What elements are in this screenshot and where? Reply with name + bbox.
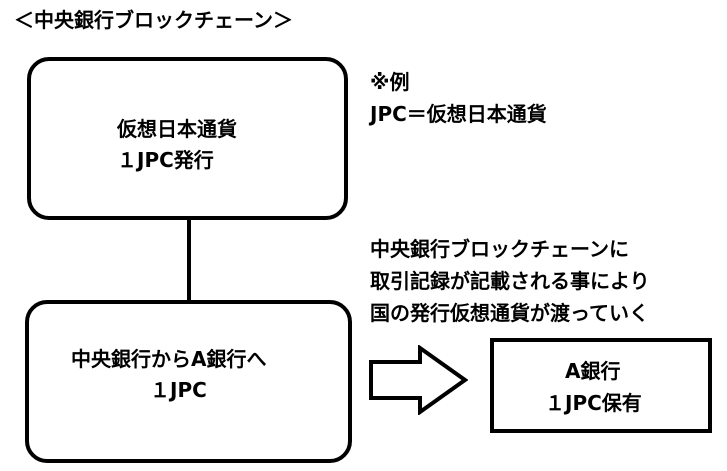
explanation-note-line3: 国の発行仮想通貨が渡っていく — [370, 301, 649, 325]
diagram-title: ＜中央銀行ブロックチェーン＞ — [14, 8, 293, 32]
hold-box-line1: A銀行 — [565, 359, 621, 383]
transfer-box-line1: 中央銀行からA銀行へ — [71, 347, 267, 371]
hold-box-line2: １JPC保有 — [545, 391, 642, 415]
explanation-note-line2: 取引記録が記載される事により — [370, 269, 650, 293]
explanation-note: 中央銀行ブロックチェーンに 取引記録が記載される事により 国の発行仮想通貨が渡っ… — [370, 233, 650, 329]
issue-box-line2: １JPC発行 — [117, 148, 214, 172]
issue-box-line1: 仮想日本通貨 — [117, 117, 237, 141]
transfer-box — [25, 300, 352, 463]
hold-box — [490, 338, 712, 433]
example-note-line2: JPC＝仮想日本通貨 — [370, 102, 547, 126]
explanation-note-line1: 中央銀行ブロックチェーンに — [370, 237, 629, 261]
transfer-box-line2: １JPC — [150, 378, 207, 402]
right-arrow-icon — [369, 345, 468, 415]
issue-box — [27, 57, 348, 220]
example-note: ※例 JPC＝仮想日本通貨 — [370, 66, 547, 130]
connector-line — [187, 220, 191, 300]
example-note-line1: ※例 — [370, 70, 410, 94]
